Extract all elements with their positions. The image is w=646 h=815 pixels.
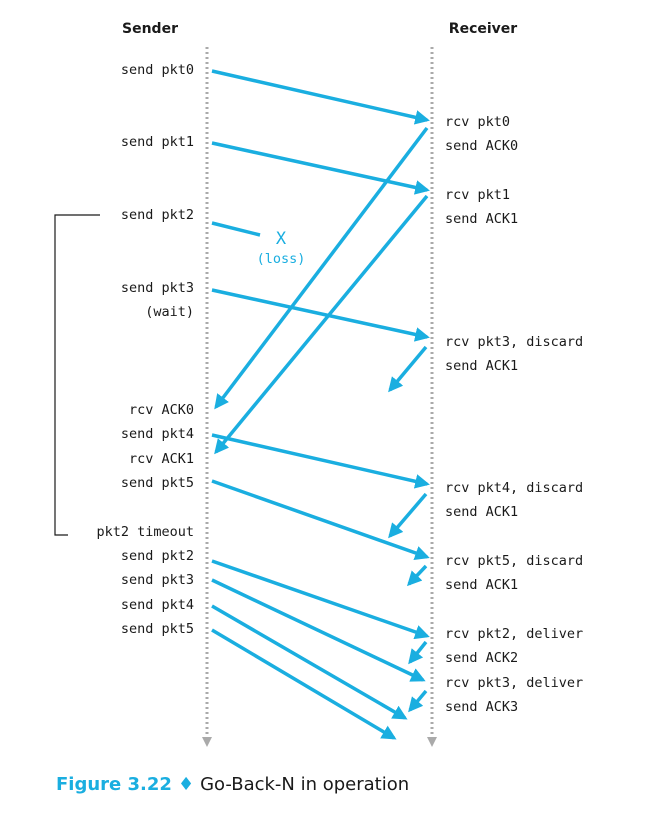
loss-x-mark: X [276, 229, 287, 249]
receiver-label-rcv-pkt1: rcv pkt1 [445, 187, 510, 203]
receiver-label-rcv-pkt2-deliver: rcv pkt2, deliver [445, 626, 583, 642]
arrow-ack1-after-pkt5 [406, 564, 428, 587]
sender-label-send-pkt2: send pkt2 [121, 207, 194, 223]
arrow-ack1-after-pkt4 [388, 492, 428, 539]
receiver-label-send-ack3: send ACK3 [445, 699, 518, 715]
receiver-label-rcv-pkt4-discard: rcv pkt4, discard [445, 480, 583, 496]
arrow-pkt2-lost [211, 221, 261, 237]
sender-label-send-pkt0: send pkt0 [121, 62, 194, 78]
caption-text: Go-Back-N in operation [200, 774, 410, 795]
sender-label-resend-pkt4: send pkt4 [121, 597, 194, 613]
arrow-resend-pkt2 [211, 559, 430, 640]
arrow-ack0 [214, 126, 429, 410]
figure-caption: Figure 3.22♦Go-Back-N in operation [56, 774, 409, 795]
sender-label-send-pkt4: send pkt4 [121, 426, 194, 442]
sender-label-resend-pkt3: send pkt3 [121, 572, 194, 588]
sender-label-pkt2-timeout: pkt2 timeout [96, 524, 194, 540]
arrow-ack3 [408, 689, 428, 713]
sender-label-wait: (wait) [145, 304, 194, 320]
receiver-label-send-ack1-a: send ACK1 [445, 358, 518, 374]
arrow-ack1-after-pkt3 [388, 345, 428, 393]
arrow-ack1 [214, 194, 429, 455]
sender-label-resend-pkt5: send pkt5 [121, 621, 194, 637]
diamond-separator-icon: ♦ [177, 774, 195, 795]
sender-label-rcv-ack1: rcv ACK1 [129, 451, 194, 467]
loss-label: (loss) [257, 251, 306, 267]
receiver-label-rcv-pkt3-deliver: rcv pkt3, deliver [445, 675, 583, 691]
sender-header: Sender [122, 21, 178, 37]
receiver-label-send-ack1-c: send ACK1 [445, 577, 518, 593]
arrow-pkt3 [211, 288, 430, 342]
figure-number: Figure 3.22 [56, 774, 172, 795]
arrow-pkt5 [211, 479, 430, 561]
arrow-resend-pkt5 [211, 628, 397, 740]
receiver-label-send-ack2: send ACK2 [445, 650, 518, 666]
sender-timeline-arrowhead [202, 737, 212, 747]
receiver-timeline-arrowhead [427, 737, 437, 747]
arrow-ack2 [408, 640, 428, 665]
sender-label-send-pkt3: send pkt3 [121, 280, 194, 296]
receiver-label-send-ack0: send ACK0 [445, 138, 518, 154]
arrow-pkt0 [211, 69, 430, 125]
timeout-bracket [54, 214, 100, 536]
arrow-resend-pkt4 [211, 604, 408, 720]
arrow-pkt4 [211, 433, 430, 489]
receiver-label-send-ack1: send ACK1 [445, 211, 518, 227]
receiver-label-rcv-pkt3-discard: rcv pkt3, discard [445, 334, 583, 350]
sender-label-send-pkt1: send pkt1 [121, 134, 194, 150]
sender-label-rcv-ack0: rcv ACK0 [129, 402, 194, 418]
arrow-resend-pkt3 [211, 578, 426, 682]
arrow-pkt1 [211, 141, 430, 195]
receiver-label-send-ack1-b: send ACK1 [445, 504, 518, 520]
receiver-header: Receiver [449, 21, 517, 37]
sender-label-send-pkt5: send pkt5 [121, 475, 194, 491]
sender-label-resend-pkt2: send pkt2 [121, 548, 194, 564]
receiver-label-rcv-pkt0: rcv pkt0 [445, 114, 510, 130]
receiver-label-rcv-pkt5-discard: rcv pkt5, discard [445, 553, 583, 569]
